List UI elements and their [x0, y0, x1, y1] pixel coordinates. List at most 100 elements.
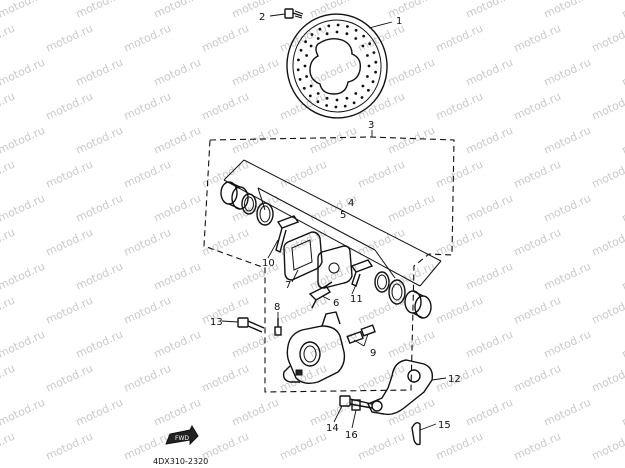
brake-pad-left[interactable]: [283, 231, 323, 281]
cotter-pin[interactable]: [411, 421, 421, 446]
pad-spring[interactable]: [308, 281, 333, 309]
disc-bolt[interactable]: [284, 8, 304, 19]
disc-hole: [343, 104, 347, 108]
watermark-text: motod.ru: [386, 396, 437, 429]
watermark-text: motod.ru: [620, 0, 625, 21]
disc-hole: [325, 104, 328, 107]
piston-left[interactable]: [220, 181, 249, 210]
caliper-body[interactable]: [282, 311, 346, 385]
leader-lines: [221, 13, 447, 431]
watermark-text: motod.ru: [0, 22, 17, 55]
fwd-label: FWD: [175, 435, 189, 442]
dust-seal-left[interactable]: [256, 202, 274, 226]
diagram-code: 4DX310-2320: [153, 457, 208, 466]
watermark-text: motod.ru: [0, 90, 17, 123]
callout-14: 14: [326, 423, 339, 434]
caliper-mounting-bolt[interactable]: [237, 317, 265, 333]
piston-seal-right[interactable]: [374, 271, 390, 293]
disc-hole: [308, 94, 312, 98]
disc-hole: [346, 25, 349, 28]
watermark-text: motod.ru: [620, 124, 625, 157]
watermark-text: motod.ru: [0, 362, 17, 395]
watermark-text: motod.ru: [308, 124, 359, 157]
disc-hole: [366, 54, 369, 57]
watermark-text: motod.ru: [44, 226, 95, 259]
watermark-text: motod.ru: [278, 430, 329, 463]
watermark-text: motod.ru: [122, 90, 173, 123]
callout-16: 16: [345, 430, 358, 441]
watermark-text: motod.ru: [542, 124, 593, 157]
watermark-text: motod.ru: [434, 158, 485, 191]
watermark-text: motod.ru: [0, 260, 47, 293]
watermark-text: motod.ru: [44, 22, 95, 55]
watermark-text: motod.ru: [0, 396, 47, 429]
disc-hole: [325, 32, 329, 36]
callout-15: 15: [438, 420, 451, 431]
watermark-text: motod.ru: [74, 192, 125, 225]
watermark-text: motod.ru: [200, 362, 251, 395]
disc-hole: [367, 88, 370, 92]
watermark-text: motod.ru: [620, 396, 625, 429]
caliper-pins[interactable]: [346, 324, 376, 345]
brake-disc[interactable]: [280, 8, 394, 125]
callout-6: 6: [333, 298, 339, 309]
watermark-text: motod.ru: [590, 22, 625, 55]
bleed-screw[interactable]: [274, 318, 282, 336]
watermark-text: motod.ru: [308, 0, 359, 21]
watermark-text: motod.ru: [74, 124, 125, 157]
piston-seal-left[interactable]: [241, 193, 257, 215]
watermark-text: motod.ru: [464, 328, 515, 361]
watermark-text: motod.ru: [152, 192, 203, 225]
watermark-text: motod.ru: [542, 0, 593, 21]
watermark-text: motod.ru: [464, 124, 515, 157]
callout-11: 11: [350, 294, 363, 305]
watermark-text: motod.ru: [542, 56, 593, 89]
watermark-text: motod.ru: [386, 56, 437, 89]
callout-9: 9: [370, 348, 376, 359]
disc-hole: [361, 84, 365, 88]
watermark-text: motod.ru: [278, 90, 329, 123]
callout-3: 3: [368, 120, 374, 131]
watermark-text: motod.ru: [74, 56, 125, 89]
watermark-text: motod.ru: [512, 90, 563, 123]
watermark-text: motod.ru: [74, 0, 125, 21]
watermark-text: motod.ru: [74, 396, 125, 429]
disc-hole: [368, 42, 372, 46]
watermark-text: motod.ru: [0, 56, 47, 89]
caliper-bracket[interactable]: [367, 359, 434, 416]
watermark-text: motod.ru: [0, 0, 47, 21]
watermark-text: motod.ru: [542, 396, 593, 429]
watermark-text: motod.ru: [590, 294, 625, 327]
watermark-text: motod.ru: [0, 328, 47, 361]
disc-hole: [335, 30, 339, 34]
watermark-text: motod.ru: [200, 226, 251, 259]
watermark-text: motod.ru: [200, 294, 251, 327]
dust-seal-right[interactable]: [388, 279, 406, 305]
seal-kit-guide-lines: [223, 159, 442, 287]
callout-7: 7: [285, 280, 291, 291]
watermark-text: motod.ru: [590, 362, 625, 395]
watermark-text: motod.ru: [464, 0, 515, 21]
watermark-text: motod.ru: [152, 328, 203, 361]
disc-hole: [318, 27, 322, 31]
disc-hole: [374, 60, 378, 64]
watermark-text: motod.ru: [512, 362, 563, 395]
disc-hole: [334, 105, 338, 109]
disc-holes: [296, 23, 378, 109]
disc-hole: [345, 96, 349, 100]
watermark-text: motod.ru: [620, 260, 625, 293]
pad-shim-left[interactable]: [275, 215, 300, 254]
piston-right[interactable]: [404, 290, 432, 319]
watermark-text: motod.ru: [278, 294, 329, 327]
watermark-text: motod.ru: [74, 328, 125, 361]
callout-13: 13: [210, 317, 223, 328]
disc-hole: [316, 37, 320, 40]
watermark-text: motod.ru: [590, 158, 625, 191]
pad-insulator[interactable]: [317, 245, 353, 289]
watermark-text: motod.ru: [230, 396, 281, 429]
watermark-text: motod.ru: [464, 396, 515, 429]
watermark-text: motod.ru: [122, 362, 173, 395]
watermark-text: motod.ru: [434, 430, 485, 463]
disc-hole: [327, 24, 331, 28]
watermark-text: motod.ru: [152, 0, 203, 21]
